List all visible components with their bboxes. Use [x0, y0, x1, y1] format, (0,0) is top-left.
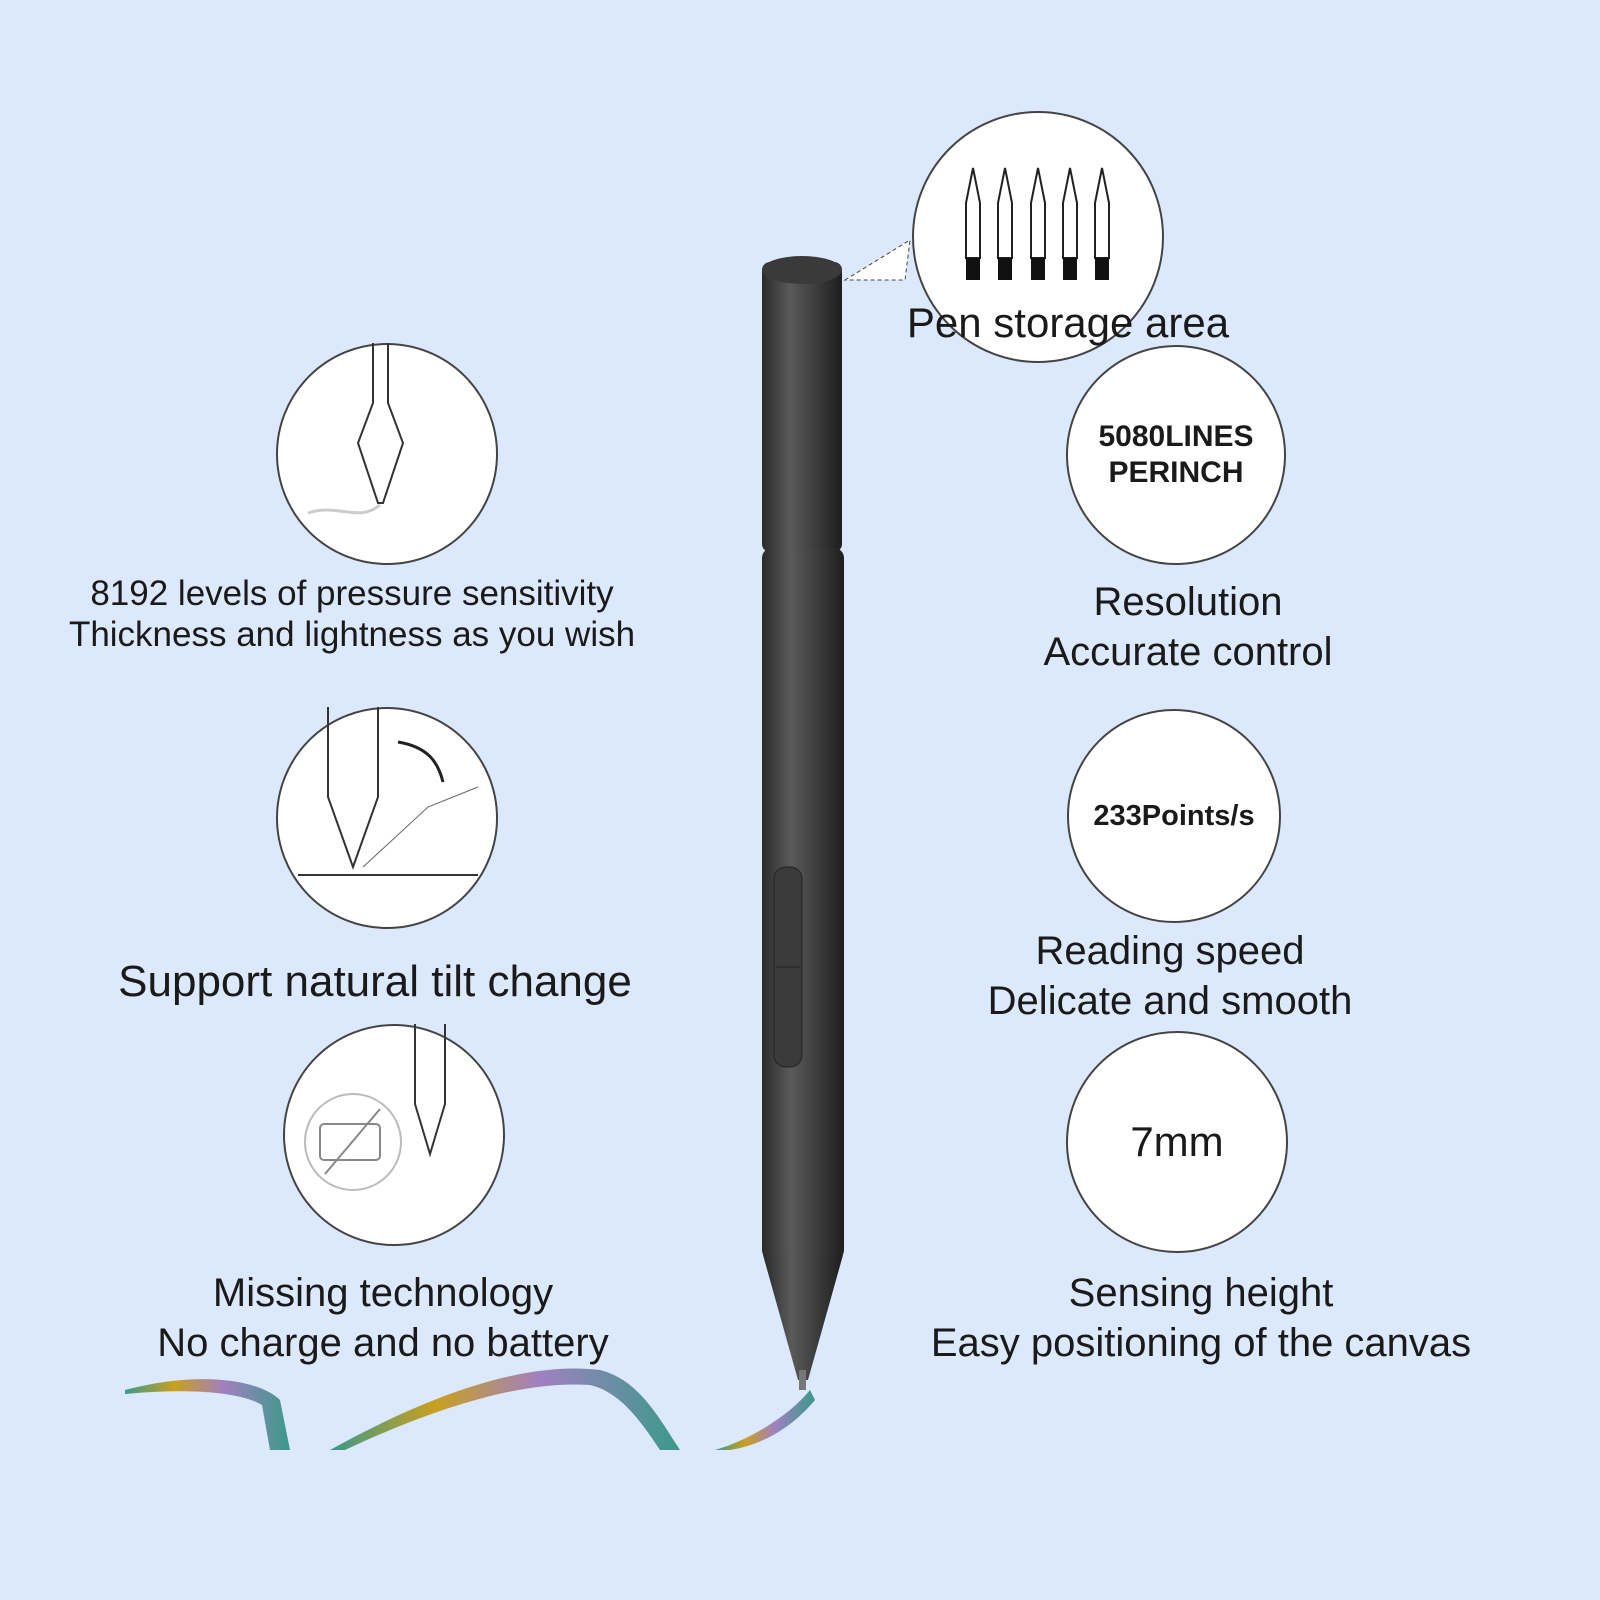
height-badge-text: 7mm — [1130, 1118, 1224, 1165]
pressure-line2: Thickness and lightness as you wish — [68, 615, 636, 654]
speed-badge: 233Points/s — [1067, 709, 1281, 923]
tilt-icon — [276, 707, 498, 929]
speed-line1: Reading speed — [1035, 929, 1305, 973]
resolution-caption: Resolution Accurate control — [1043, 577, 1332, 677]
height-caption: Sensing height Easy positioning of the c… — [931, 1268, 1471, 1368]
height-line2: Easy positioning of the canvas — [930, 1321, 1472, 1365]
no-battery-icon — [283, 1024, 505, 1246]
tilt-caption: Support natural tilt change — [118, 957, 632, 1007]
storage-caption: Pen storage area — [907, 298, 1229, 348]
resolution-line2: Accurate control — [1043, 630, 1333, 674]
battery-line2: No charge and no battery — [157, 1321, 609, 1365]
resolution-badge-line2: PERINCH — [1108, 456, 1244, 489]
battery-caption: Missing technology No charge and no batt… — [157, 1268, 608, 1368]
pressure-line1: 8192 levels of pressure sensitivity — [90, 574, 614, 613]
pressure-caption: 8192 levels of pressure sensitivity Thic… — [69, 573, 635, 655]
stylus-pen — [762, 256, 844, 1390]
paint-stroke — [125, 1379, 290, 1450]
battery-line1: Missing technology — [212, 1271, 554, 1315]
tilt-line1: Support natural tilt change — [118, 957, 632, 1006]
speed-badge-text: 233Points/s — [1093, 799, 1255, 832]
storage-line1: Pen storage area — [906, 299, 1230, 346]
pressure-icon — [276, 343, 498, 565]
paint-stroke — [330, 1368, 680, 1450]
resolution-badge-line1: 5080LINES — [1098, 420, 1254, 453]
storage-nibs-icon — [912, 111, 1164, 363]
height-line1: Sensing height — [1068, 1271, 1334, 1315]
resolution-badge: 5080LINES PERINCH — [1066, 345, 1286, 565]
resolution-line1: Resolution — [1093, 580, 1283, 624]
speed-line2: Delicate and smooth — [987, 979, 1353, 1023]
paint-stroke — [715, 1390, 815, 1450]
height-badge: 7mm — [1066, 1031, 1288, 1253]
speed-caption: Reading speed Delicate and smooth — [988, 926, 1353, 1026]
